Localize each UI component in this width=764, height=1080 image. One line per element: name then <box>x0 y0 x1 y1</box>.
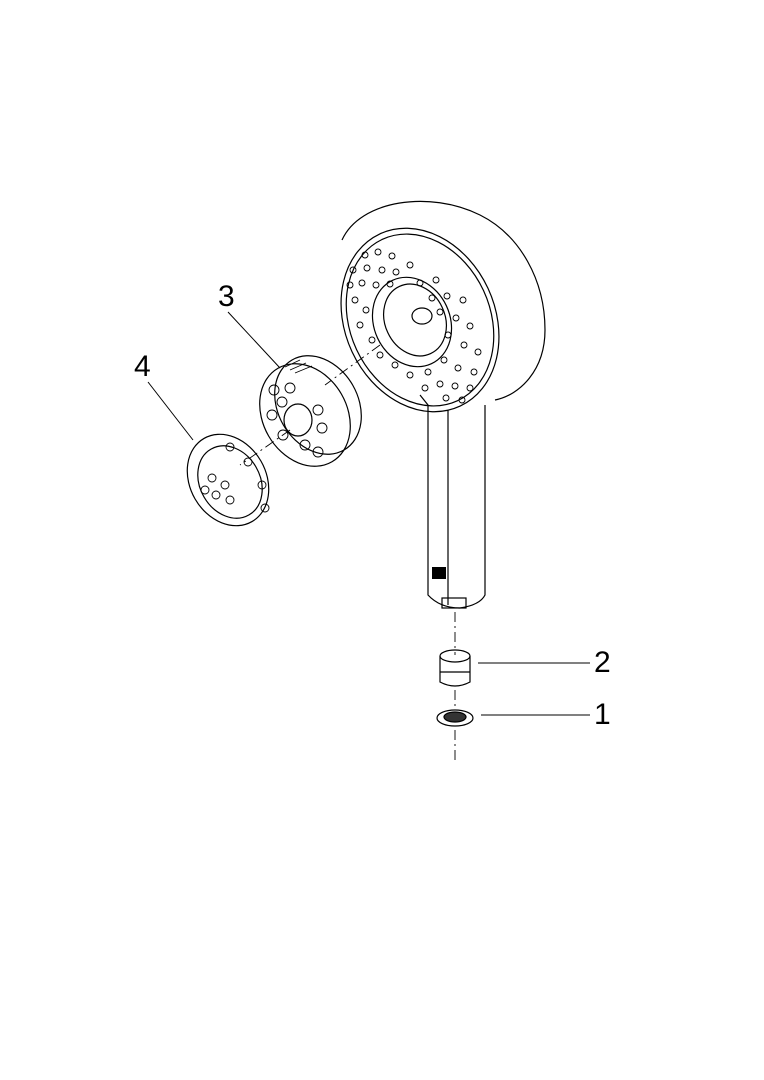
part-1-disc <box>436 709 474 727</box>
callout-2: 2 <box>594 646 611 679</box>
shower-handle <box>419 394 486 609</box>
assembly-axis-lines <box>239 344 456 760</box>
part-4-nozzle-cover <box>186 433 270 527</box>
callout-leaders <box>147 311 590 716</box>
shower-head <box>340 200 546 413</box>
callout-1: 1 <box>594 698 611 731</box>
part-3-spray-disc <box>259 355 362 467</box>
part-2-connector <box>439 649 471 687</box>
callout-3: 3 <box>218 280 235 313</box>
callout-4: 4 <box>134 350 151 383</box>
